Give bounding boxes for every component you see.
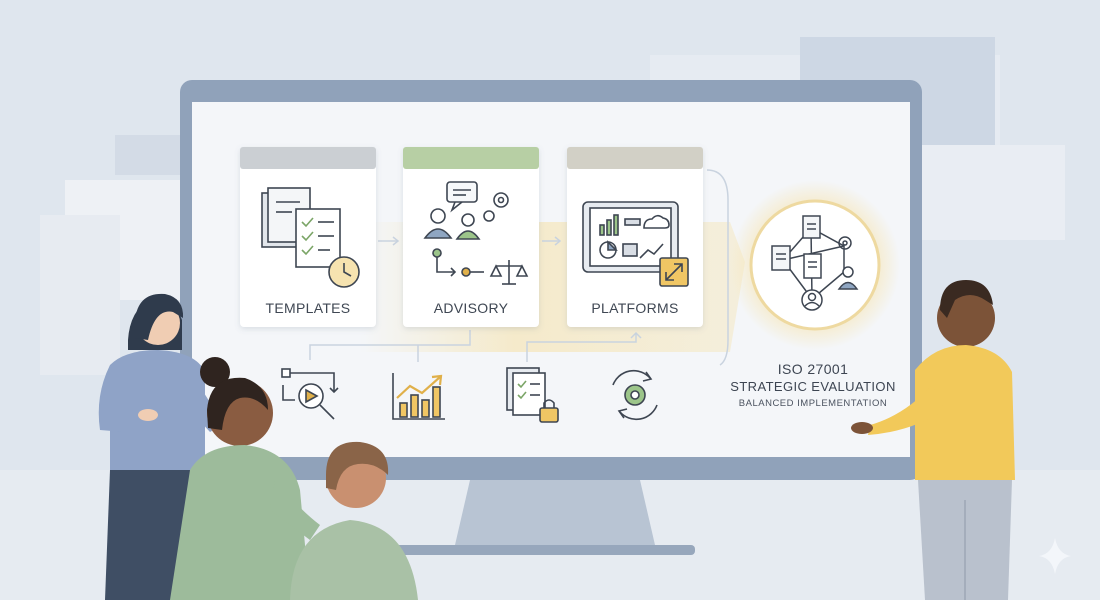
- flow-connectors: [309, 169, 729, 366]
- card-platforms-accent: [567, 147, 703, 169]
- iso-title: ISO 27001: [777, 361, 849, 377]
- card-platforms-label: PLATFORMS: [591, 300, 679, 316]
- card-templates-label: TEMPLATES: [265, 300, 351, 316]
- presenter-right: [851, 280, 1015, 600]
- documents-lock-icon: [506, 367, 559, 423]
- presenter-front-man: [290, 441, 418, 600]
- iso-subtitle: STRATEGIC EVALUATION: [730, 379, 896, 394]
- card-templates-accent: [240, 147, 376, 169]
- card-advisory-label: ADVISORY: [433, 300, 509, 316]
- bar-chart-growth-icon: [392, 373, 445, 420]
- card-advisory-accent: [403, 147, 539, 169]
- network-documents-icon: [771, 215, 859, 311]
- tablet-dashboard-icon: [582, 201, 689, 287]
- document-stack-clock-icon: [261, 187, 360, 288]
- people-chat-balance-icon: [423, 181, 529, 285]
- gear-cycle-icon: [612, 369, 658, 421]
- sparkle-icon: [1039, 538, 1071, 574]
- iso-tagline: BALANCED IMPLEMENTATION: [738, 398, 888, 409]
- presenter-middle-woman: [170, 357, 320, 600]
- magnifier-process-icon: [281, 368, 339, 420]
